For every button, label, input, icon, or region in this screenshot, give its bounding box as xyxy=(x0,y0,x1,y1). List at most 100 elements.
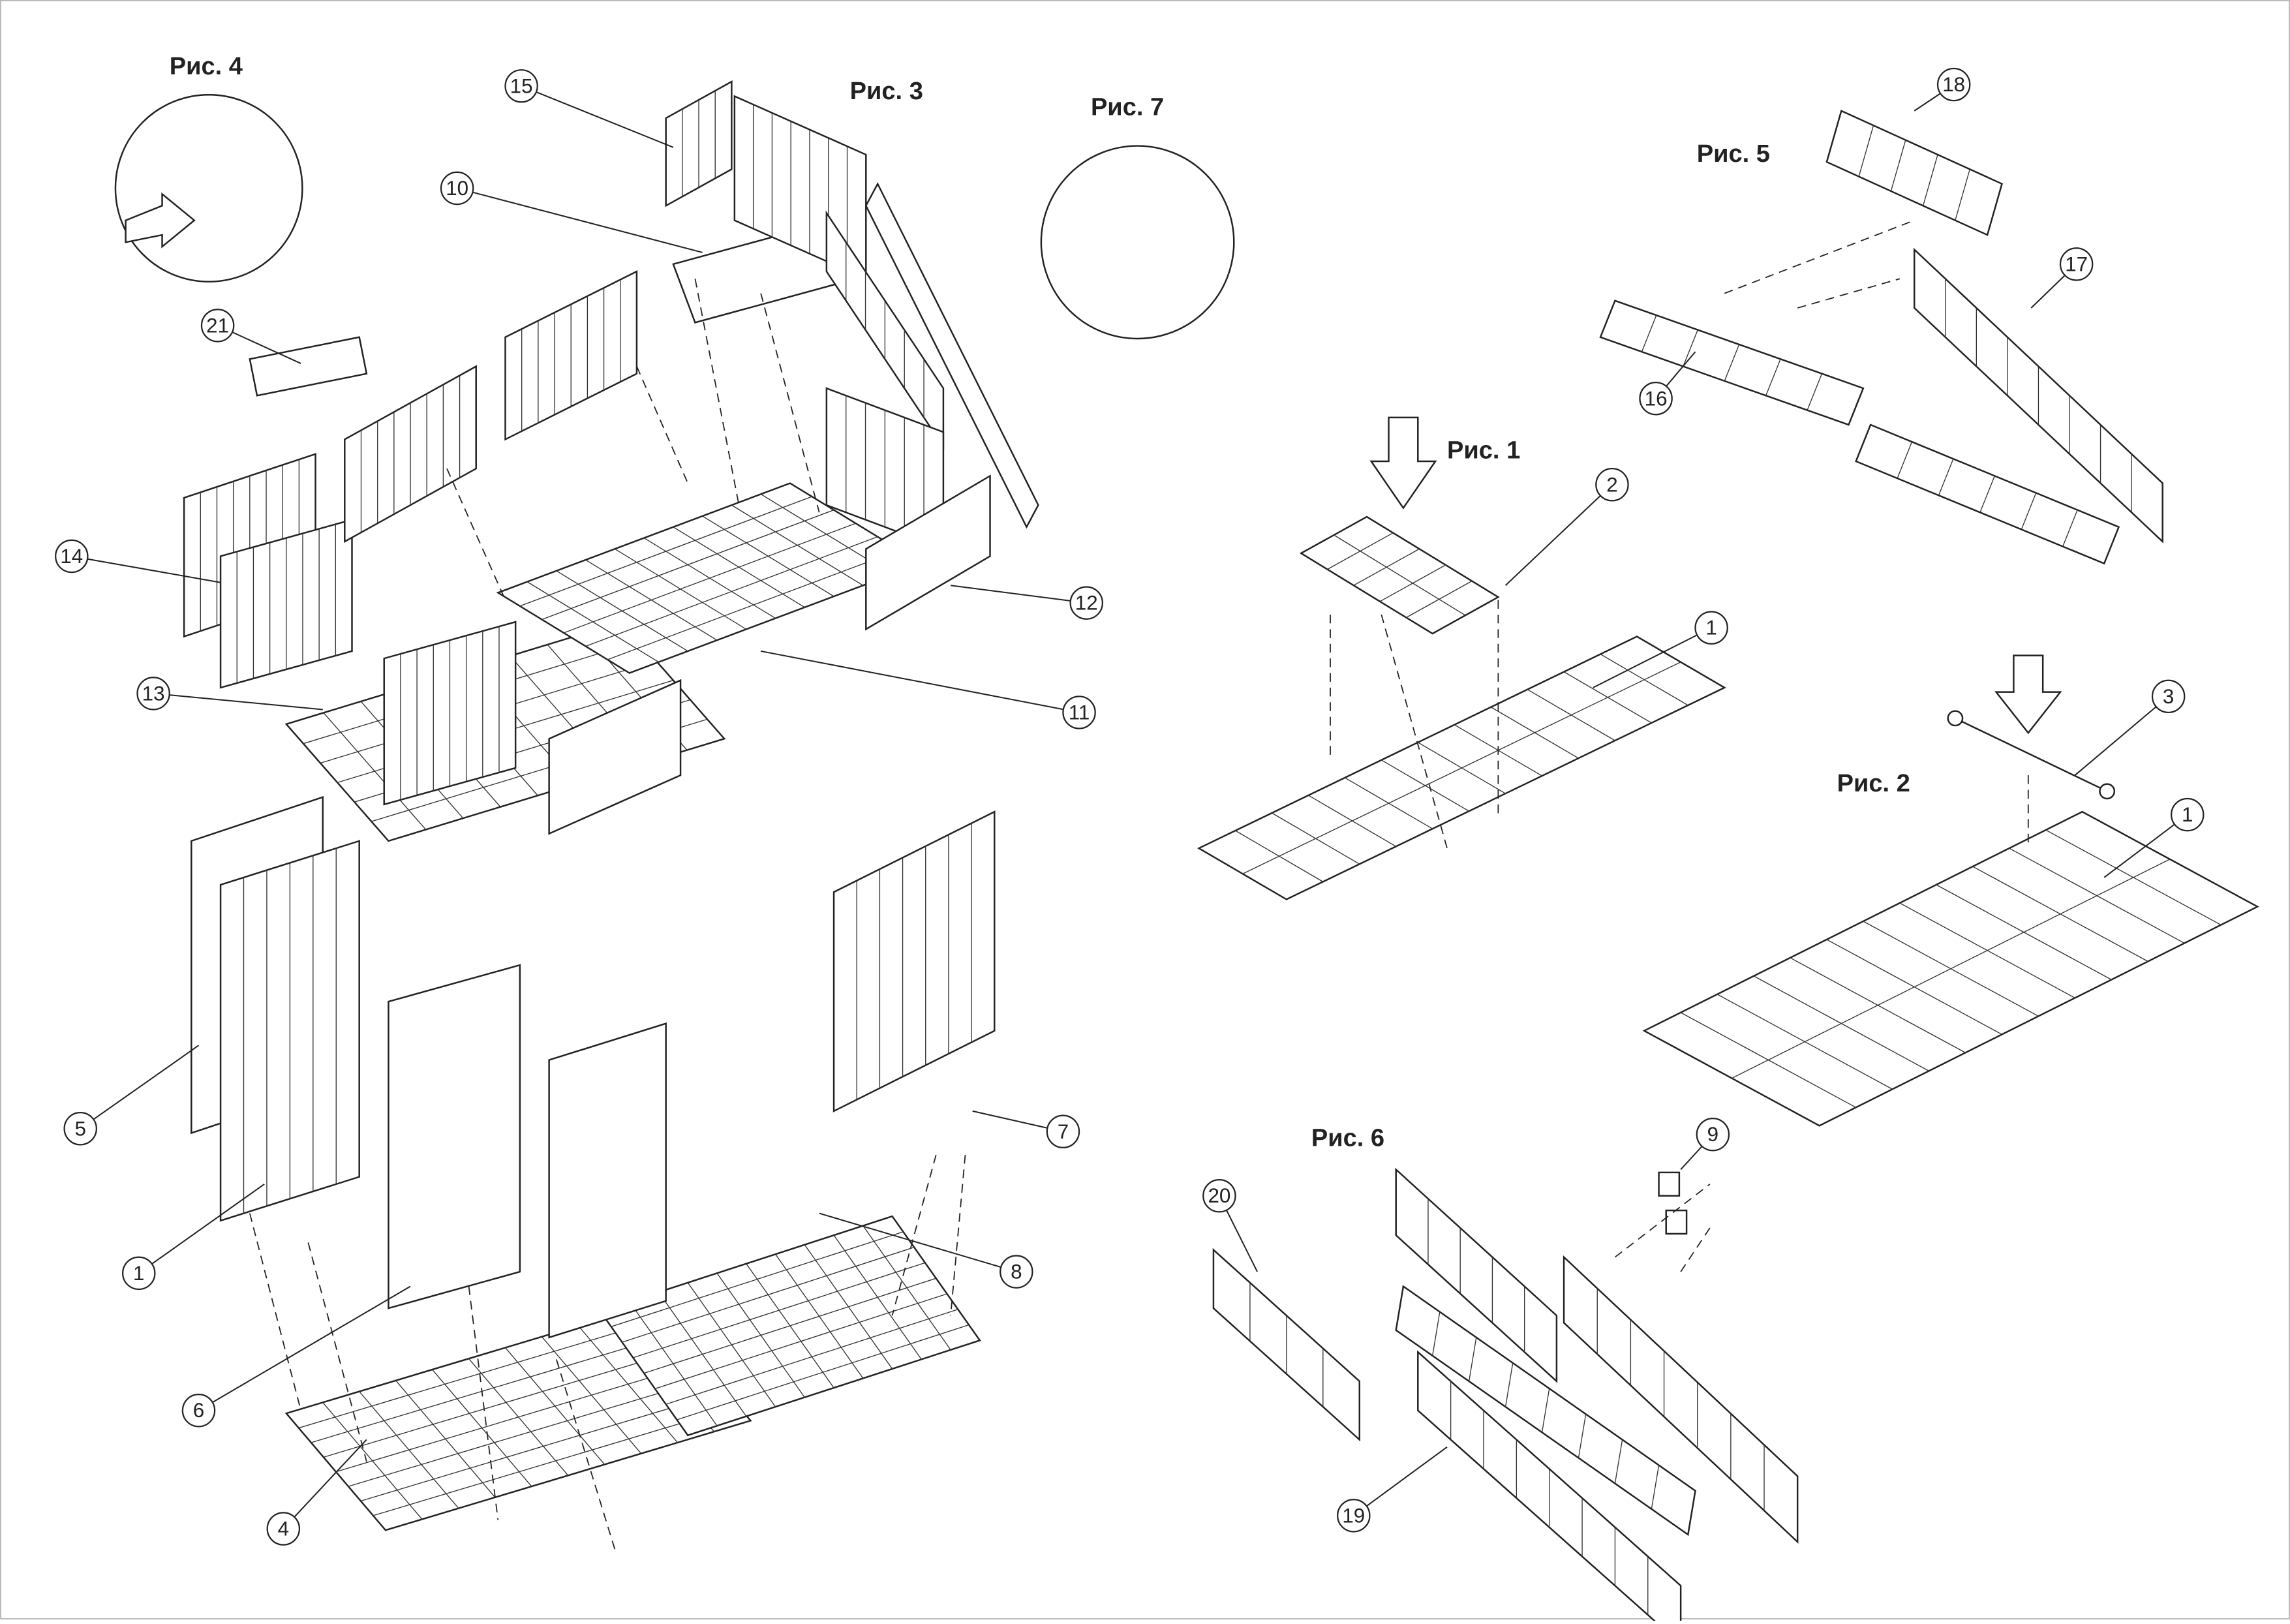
railing-14 xyxy=(219,518,353,689)
leader-line xyxy=(1366,1446,1448,1507)
callout-4: 4 xyxy=(266,1512,301,1546)
callout-9: 9 xyxy=(1696,1117,1730,1152)
leader-line xyxy=(536,91,674,148)
callout-circle xyxy=(1069,586,1103,620)
callout-circle xyxy=(1000,1255,1033,1289)
leader-line xyxy=(151,1184,265,1264)
figure-label-3: Рис. 3 xyxy=(850,78,923,105)
callout-1: 1 xyxy=(122,1256,156,1291)
stairs-fig6 xyxy=(1395,1285,1696,1537)
leader-line xyxy=(819,1212,1001,1268)
leader-line xyxy=(2103,823,2175,878)
gate-12 xyxy=(865,474,991,631)
wall-1 xyxy=(219,840,360,1222)
leader-line xyxy=(294,1439,367,1518)
panel-fig2 xyxy=(1642,810,2259,1127)
callout-number: 8 xyxy=(1011,1261,1022,1283)
callout-12: 12 xyxy=(1069,586,1103,620)
assembly-guide-line xyxy=(1724,219,1915,294)
leader-line xyxy=(87,558,221,583)
callout-number: 11 xyxy=(1069,701,1090,724)
clip-9a xyxy=(1658,1171,1681,1197)
callout-20: 20 xyxy=(1202,1178,1236,1213)
callout-circle xyxy=(2151,679,2186,714)
leader-line xyxy=(1593,634,1698,688)
callout-circle xyxy=(266,1512,301,1546)
rod-3-end xyxy=(1947,710,1964,727)
floor-second-back xyxy=(496,482,924,674)
railing-20 xyxy=(1212,1248,1360,1442)
figure-label-5: Рис. 5 xyxy=(1697,140,1770,168)
leader-line xyxy=(760,650,1064,711)
callout-number: 5 xyxy=(75,1117,86,1140)
callout-number: 15 xyxy=(510,74,533,97)
arrow-down-icon xyxy=(1369,416,1437,510)
leader-line xyxy=(1680,1146,1703,1171)
railing-13 xyxy=(383,620,517,806)
callout-circle xyxy=(55,539,89,574)
assembly-guide-line xyxy=(307,1242,367,1462)
railing-17 xyxy=(1913,247,2163,544)
callout-number: 17 xyxy=(2065,253,2088,275)
railing-fig6-right xyxy=(1563,1255,1799,1544)
callout-3: 3 xyxy=(2151,679,2186,714)
detail-circle-fig4 xyxy=(114,94,303,283)
assembly-guide-line xyxy=(1680,1227,1711,1272)
floor-panel-right xyxy=(598,1215,981,1437)
callout-number: 12 xyxy=(1075,592,1098,615)
callout-number: 2 xyxy=(1606,473,1617,496)
figure-label-2: Рис. 2 xyxy=(1837,770,1910,797)
planter-21 xyxy=(249,336,368,397)
rod-3 xyxy=(1957,719,2105,791)
stairs-lower xyxy=(1855,423,2120,565)
assembly-guide-line xyxy=(249,1213,302,1411)
clip-9b xyxy=(1665,1209,1688,1235)
callout-number: 18 xyxy=(1942,73,1965,96)
callout-number: 6 xyxy=(193,1399,204,1422)
assembly-guide-line xyxy=(555,1359,616,1550)
callout-circle xyxy=(1694,611,1728,645)
callout-number: 9 xyxy=(1707,1123,1718,1146)
callout-16: 16 xyxy=(1639,382,1673,416)
callout-11: 11 xyxy=(1062,696,1096,729)
leader-line xyxy=(93,1045,200,1120)
callout-circle xyxy=(136,677,170,711)
callout-number: 1 xyxy=(1705,617,1717,639)
rod-3-end xyxy=(2099,783,2116,800)
leader-line xyxy=(212,1285,411,1403)
callout-number: 16 xyxy=(1645,387,1668,410)
railing-fig6-top xyxy=(1395,1167,1558,1383)
callout-circle xyxy=(181,1393,216,1428)
callout-17: 17 xyxy=(2059,247,2094,281)
leader-line xyxy=(1226,1210,1258,1272)
callout-circle xyxy=(1696,1117,1730,1152)
assembly-guide-line xyxy=(1614,1184,1711,1258)
assembly-guide-line xyxy=(446,468,506,600)
leader-line xyxy=(2030,275,2066,309)
assembly-guide-line xyxy=(468,1286,499,1520)
callout-number: 1 xyxy=(133,1262,144,1285)
rack-2 xyxy=(1299,515,1500,635)
arrow-down-icon xyxy=(1994,654,2062,735)
railing-18 xyxy=(1825,110,2003,236)
callout-6: 6 xyxy=(181,1393,216,1428)
callout-18: 18 xyxy=(1936,67,1971,102)
wall-7 xyxy=(832,810,996,1112)
callout-number: 1 xyxy=(2182,803,2193,826)
callout-number: 4 xyxy=(278,1518,289,1540)
callout-10: 10 xyxy=(440,171,474,206)
leader-line xyxy=(472,191,703,253)
callout-number: 7 xyxy=(1058,1120,1069,1143)
leader-line xyxy=(1666,351,1696,387)
leader-line xyxy=(2074,706,2157,776)
figure-label-6: Рис. 6 xyxy=(1311,1125,1384,1152)
railing-19 xyxy=(1417,1350,1682,1624)
leader-line xyxy=(169,694,323,711)
callout-1: 1 xyxy=(2170,797,2205,832)
leader-line xyxy=(950,585,1071,602)
railing-front xyxy=(548,679,682,835)
callout-number: 20 xyxy=(1208,1184,1230,1207)
callout-circle xyxy=(1062,696,1096,729)
callout-circle xyxy=(440,171,474,206)
